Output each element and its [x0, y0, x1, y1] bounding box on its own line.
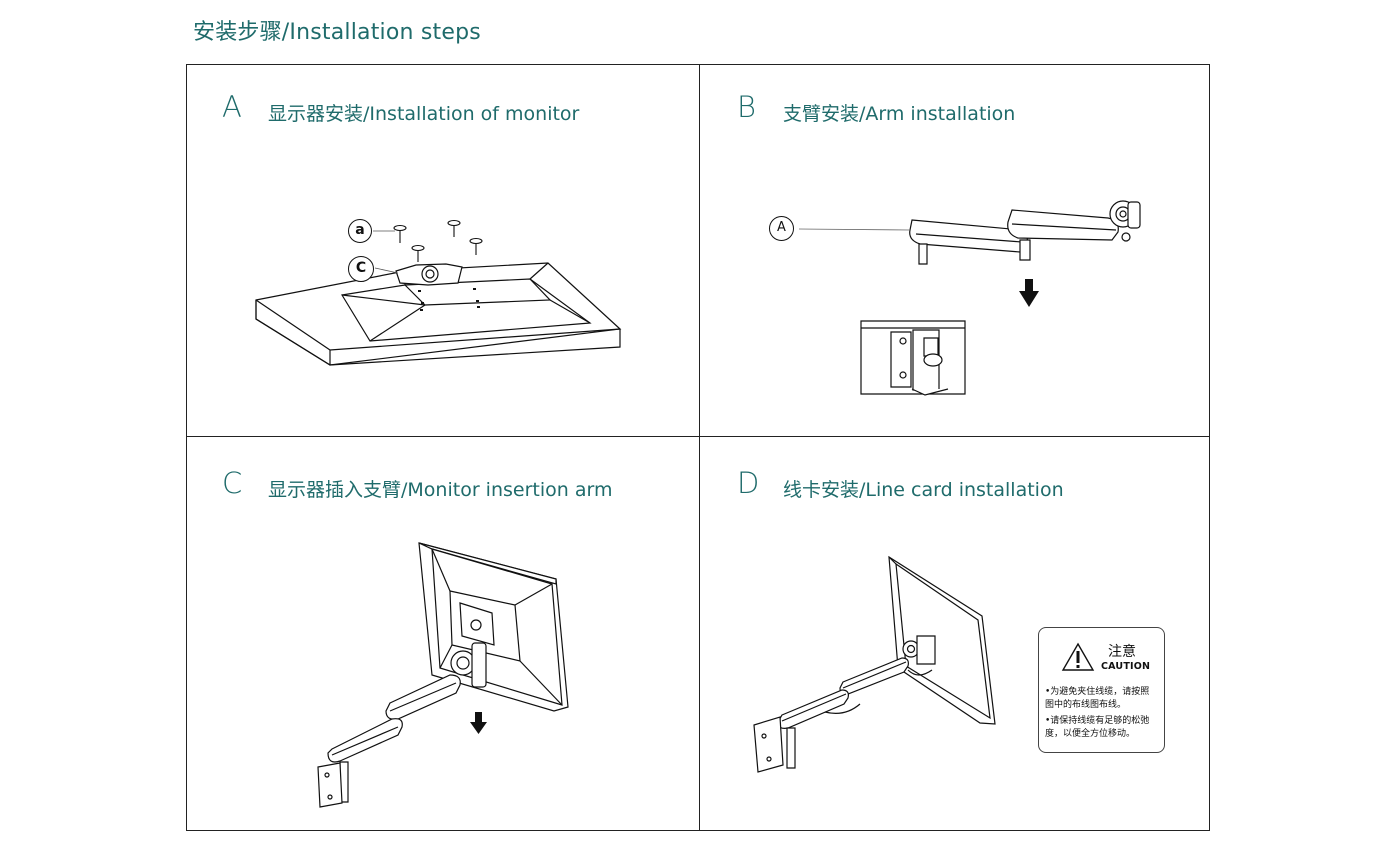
caution-text-line: •为避免夹住线缆，请按照 [1045, 687, 1150, 697]
panel-a-letter: A [222, 90, 242, 124]
caution-text-line: 图中的布线图布线。 [1045, 700, 1127, 710]
caution-title-cn: 注意 [1108, 644, 1136, 660]
panel-d-title: 线卡安装/Line card installation [783, 479, 1064, 501]
cable-management-illustration [750, 552, 1010, 782]
panel-c-letter: C [222, 466, 243, 500]
panel-b-letter: B [737, 90, 756, 124]
warning-icon [1061, 642, 1095, 672]
caution-text-line: 度，以便全方位移动。 [1045, 729, 1136, 739]
steps-grid [186, 64, 1210, 831]
callout-a: a [348, 219, 372, 243]
arm-assembly-illustration [790, 190, 1160, 405]
callout-arm-a: A [769, 216, 794, 241]
panel-c-title: 显示器插入支臂/Monitor insertion arm [268, 479, 613, 501]
grid-divider-vertical [699, 65, 700, 830]
grid-divider-horizontal [187, 436, 1209, 437]
caution-label: 注意 CAUTION •为避免夹住线缆，请按照 图中的布线图布线。 •请保持线缆… [1038, 627, 1165, 753]
monitor-on-arm-illustration [300, 535, 590, 810]
callout-c: C [348, 256, 374, 282]
panel-d-letter: D [737, 466, 760, 500]
caution-title-en: CAUTION [1101, 661, 1151, 672]
caution-text-line: •请保持线缆有足够的松弛 [1045, 716, 1150, 726]
panel-a-title: 显示器安装/Installation of monitor [268, 103, 580, 125]
page-title: 安装步骤/Installation steps [193, 20, 481, 45]
monitor-face-down-illustration [250, 205, 630, 390]
panel-b-title: 支臂安装/Arm installation [783, 103, 1016, 125]
